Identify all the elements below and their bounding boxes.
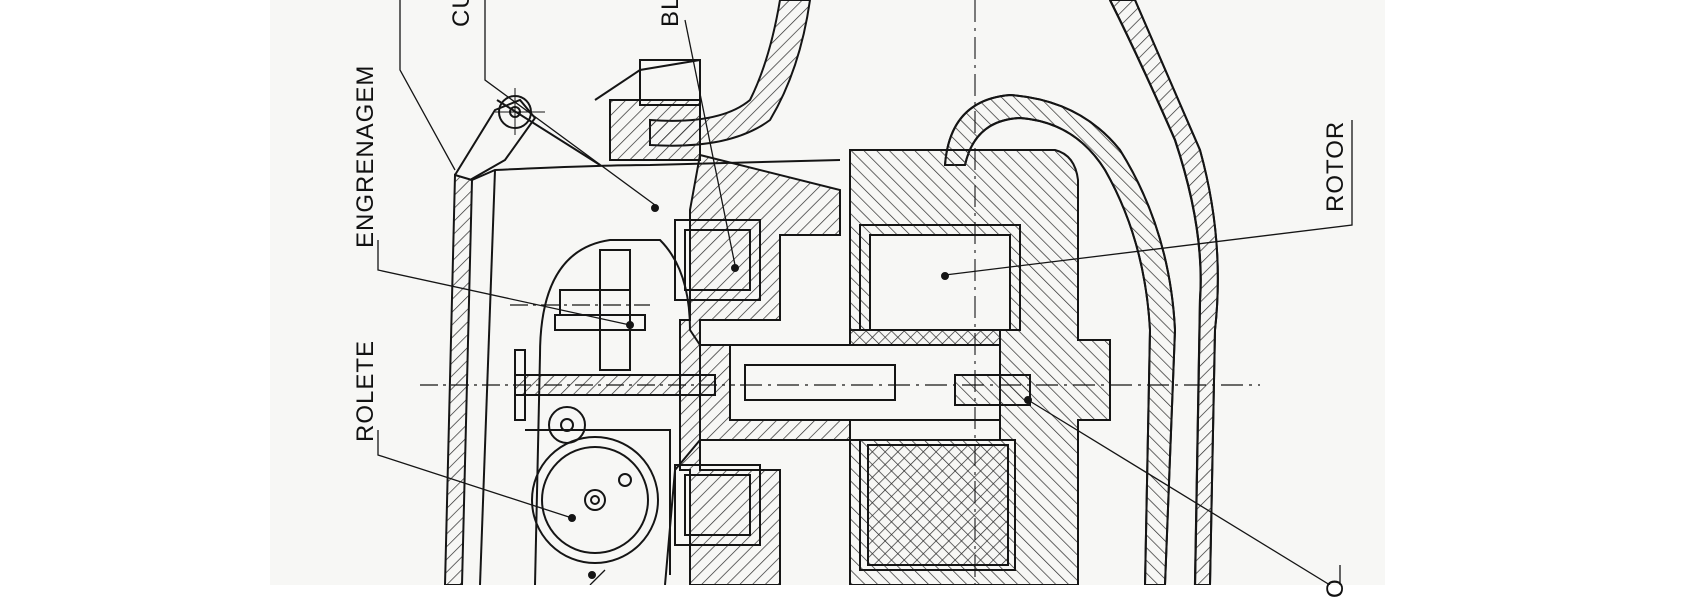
leader-cu-2: [484, 0, 656, 206]
bracket-lower: [674, 464, 761, 546]
diagram-stage: CU BL ENGRENAGEM ROTOR ROLETE O: [352, 0, 1353, 598]
rotor-window: [869, 234, 1011, 331]
shell-hatch-band: [1108, 0, 1219, 585]
leader-rotor: [944, 120, 1353, 276]
label-rolete: ROLETE: [352, 339, 379, 442]
label-corner-o: O: [1322, 578, 1349, 598]
rotor-lower-stack: [867, 444, 1009, 566]
leader-cu: [399, 0, 456, 171]
label-cu: CU: [448, 0, 475, 27]
leader-bottom-right: [1027, 399, 1331, 585]
leader-bl: [684, 19, 736, 266]
small-gear: [548, 406, 586, 444]
leader-engrenagem: [377, 240, 631, 326]
label-bl: BL: [657, 0, 684, 27]
gear-stack: [599, 249, 631, 371]
top-bearing-boss: [609, 99, 701, 161]
leader-rolete: [377, 430, 573, 519]
left-housing-wall: [443, 173, 474, 585]
cross-section-drawing: [377, 0, 1353, 585]
gear-cavity: [539, 239, 701, 585]
roller: [531, 436, 659, 564]
label-engrenagem: ENGRENAGEM: [352, 64, 379, 248]
label-rotor: ROTOR: [1322, 120, 1349, 212]
